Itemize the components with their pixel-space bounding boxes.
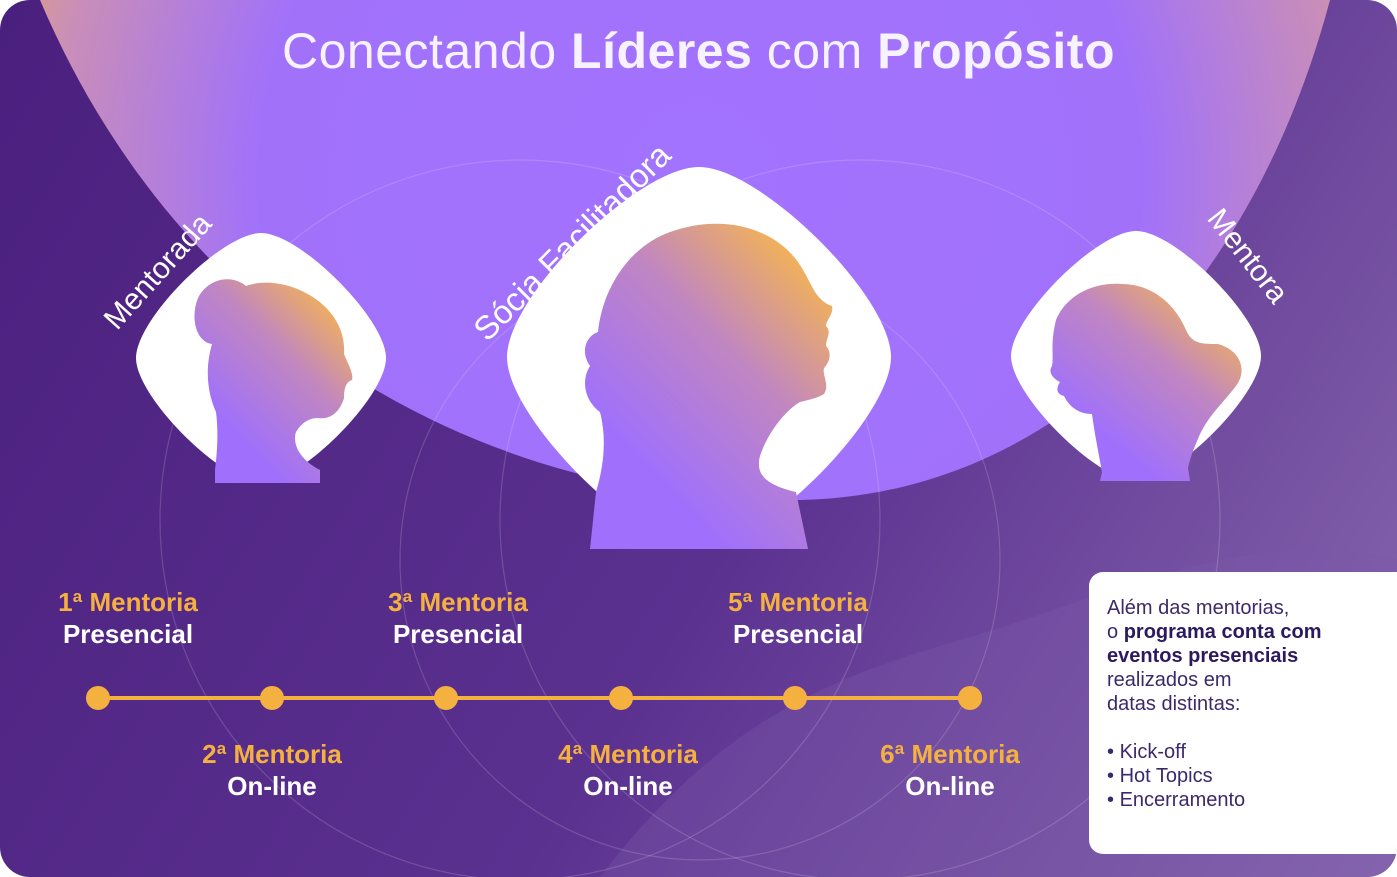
info-box: Além das mentorias, o programa conta com… [1089, 572, 1397, 854]
milestone-1: 1ª Mentoria Presencial [28, 586, 228, 650]
socia-facilitadora-tile: Sócia Facilitadora [466, 136, 891, 550]
title-part-1: Conectando [282, 23, 572, 79]
milestone-6-mode: On-line [905, 771, 995, 801]
milestone-5: 5ª Mentoria Presencial [698, 586, 898, 650]
milestone-1-mode: Presencial [62, 619, 194, 649]
events-list: Kick-off Hot Topics Encerramento [1107, 740, 1381, 812]
timeline-dot-5 [783, 686, 807, 710]
info-line-4: realizados em [1107, 669, 1232, 691]
title-part-2: Líderes [571, 23, 753, 79]
info-line-2-plain: o [1107, 621, 1124, 643]
event-item: Kick-off [1107, 740, 1381, 764]
timeline-dot-2 [260, 686, 284, 710]
info-line-2-bold: programa conta com [1123, 621, 1322, 643]
timeline-dot-4 [609, 686, 633, 710]
milestone-6: 6ª Mentoria On-line [850, 738, 1050, 802]
event-item: Hot Topics [1107, 764, 1381, 788]
page-title: Conectando Líderes com Propósito [0, 22, 1397, 80]
milestone-2-label: 2ª Mentoria [202, 739, 342, 769]
milestone-2-mode: On-line [227, 771, 317, 801]
woman-ponytail-silhouette-icon [1050, 283, 1242, 481]
info-line-5: datas distintas: [1107, 693, 1241, 715]
title-part-3: com [752, 23, 878, 79]
info-line-3-bold: eventos presenciais [1107, 645, 1299, 667]
event-item: Encerramento [1107, 788, 1381, 812]
timeline-dot-3 [434, 686, 458, 710]
milestone-3: 3ª Mentoria Presencial [358, 586, 558, 650]
timeline-dot-1 [86, 686, 110, 710]
woman-bun-silhouette-icon [194, 279, 353, 483]
milestone-4-label: 4ª Mentoria [558, 739, 698, 769]
timeline-dot-6 [958, 686, 982, 710]
timeline [86, 686, 982, 710]
milestone-5-mode: Presencial [732, 619, 864, 649]
woman-profile-silhouette-icon [584, 223, 833, 550]
milestone-3-mode: Presencial [392, 619, 524, 649]
milestone-4-mode: On-line [583, 771, 673, 801]
info-line-3: eventos presenciais [1107, 644, 1381, 668]
milestone-2: 2ª Mentoria On-line [172, 738, 372, 802]
milestone-1-label: 1ª Mentoria [58, 587, 198, 617]
title-part-4: Propósito [877, 23, 1115, 79]
milestone-6-label: 6ª Mentoria [880, 739, 1020, 769]
milestone-5-label: 5ª Mentoria [728, 587, 868, 617]
milestone-3-label: 3ª Mentoria [388, 587, 528, 617]
info-line-1: Além das mentorias, [1107, 597, 1290, 619]
info-line-2: o programa conta com [1107, 620, 1381, 644]
milestone-4: 4ª Mentoria On-line [528, 738, 728, 802]
